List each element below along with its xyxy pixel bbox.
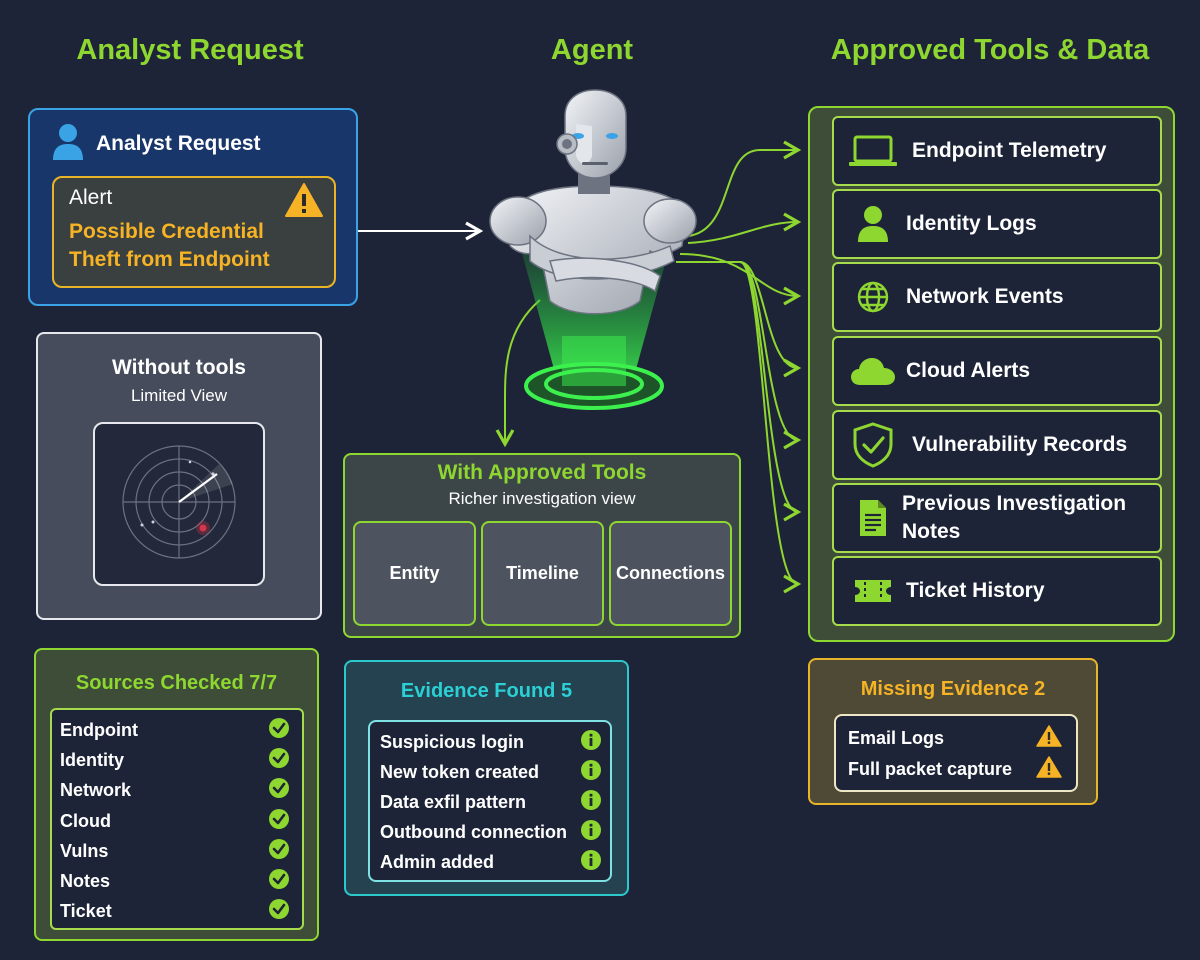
tool-ticket-history[interactable]: Ticket History [832,556,1162,626]
document-icon [844,485,902,551]
list-item: Network [60,776,290,804]
pane-entity[interactable]: Entity [353,521,476,626]
user-icon [52,123,84,166]
evidence-list: Suspicious login New token created Data … [368,720,612,882]
evidence-title: Evidence Found 5 [400,680,573,702]
check-icon [268,808,290,835]
list-item: Suspicious login [380,728,602,756]
approved-tools-panel: Endpoint Telemetry Identity Logs Network… [808,106,1175,642]
agent-robot [470,86,720,446]
globe-icon [844,264,902,330]
list-item: New token created [380,758,602,786]
without-tools-title: Without tools [112,356,246,379]
list-item: Data exfil pattern [380,788,602,816]
laptop-icon [844,118,902,184]
with-tools-title: With Approved Tools [437,461,647,484]
tool-cloud-alerts[interactable]: Cloud Alerts [832,336,1162,406]
tool-label: Endpoint Telemetry [912,139,1107,162]
info-icon [580,759,602,786]
arrow-to-notes [739,261,802,522]
tools-column-title: Approved Tools & Data [830,34,1150,66]
shield-check-icon [844,412,902,478]
agent-column-title: Agent [550,34,634,66]
tool-vulnerability-records[interactable]: Vulnerability Records [832,410,1162,480]
check-icon [268,868,290,895]
alert-box[interactable]: Alert Possible Credential Theft from End… [52,176,336,288]
missing-list: Email Logs Full packet capture [834,714,1078,792]
arrow-to-vuln [739,261,802,450]
user-icon [844,191,902,257]
analyst-request-card: Analyst Request Alert Possible Credentia… [28,108,358,306]
tool-network-events[interactable]: Network Events [832,262,1162,332]
sources-list: Endpoint Identity Network Cloud Vulns No… [50,708,304,930]
with-tools-subtitle: Richer investigation view [448,489,636,508]
check-icon [268,747,290,774]
info-icon [580,849,602,876]
info-icon [580,789,602,816]
warning-icon [1036,755,1062,783]
missing-evidence-panel: Missing Evidence 2 Email Logs Full packe… [808,658,1098,805]
list-item: Full packet capture [848,755,1062,783]
tool-label: Ticket History [906,579,1045,602]
list-item: Identity [60,746,290,774]
list-item: Endpoint [60,716,290,744]
tool-endpoint-telemetry[interactable]: Endpoint Telemetry [832,116,1162,186]
list-item: Notes [60,867,290,895]
tool-label: Vulnerability Records [912,433,1128,456]
list-item: Cloud [60,807,290,835]
check-icon [268,898,290,925]
list-item: Admin added [380,848,602,876]
alert-text: Possible Credential Theft from Endpoint [69,220,270,271]
tool-previous-investigation-notes[interactable]: Previous Investigation Notes [832,483,1162,553]
without-tools-panel: Without tools Limited View [36,332,322,620]
check-icon [268,838,290,865]
check-icon [268,777,290,804]
info-icon [580,729,602,756]
arrow-to-ticket [739,261,802,594]
pane-timeline[interactable]: Timeline [481,521,604,626]
list-item: Email Logs [848,724,1062,752]
pane-connections[interactable]: Connections [609,521,732,626]
tool-label: Previous Investigation Notes [902,492,1127,543]
sources-title: Sources Checked 7/7 [75,672,278,694]
tool-identity-logs[interactable]: Identity Logs [832,189,1162,259]
request-card-title: Analyst Request [96,132,261,155]
check-icon [268,717,290,744]
radar-display [93,422,265,586]
list-item: Vulns [60,837,290,865]
ticket-icon [844,558,902,624]
cloud-icon [844,338,902,404]
warning-icon [284,182,324,223]
tool-label: Network Events [906,285,1064,308]
with-tools-panel: With Approved Tools Richer investigation… [343,453,741,638]
alert-label: Alert [69,186,113,209]
without-tools-subtitle: Limited View [130,386,228,405]
tool-label: Identity Logs [906,212,1037,235]
missing-title: Missing Evidence 2 [860,678,1046,700]
warning-icon [1036,724,1062,752]
radar-icon [122,445,236,559]
info-icon [580,819,602,846]
list-item: Outbound connection [380,818,602,846]
evidence-found-panel: Evidence Found 5 Suspicious login New to… [344,660,629,896]
sources-checked-panel: Sources Checked 7/7 Endpoint Identity Ne… [34,648,319,941]
tool-label: Cloud Alerts [906,359,1031,382]
list-item: Ticket [60,897,290,925]
analyst-column-title: Analyst Request [76,34,304,66]
